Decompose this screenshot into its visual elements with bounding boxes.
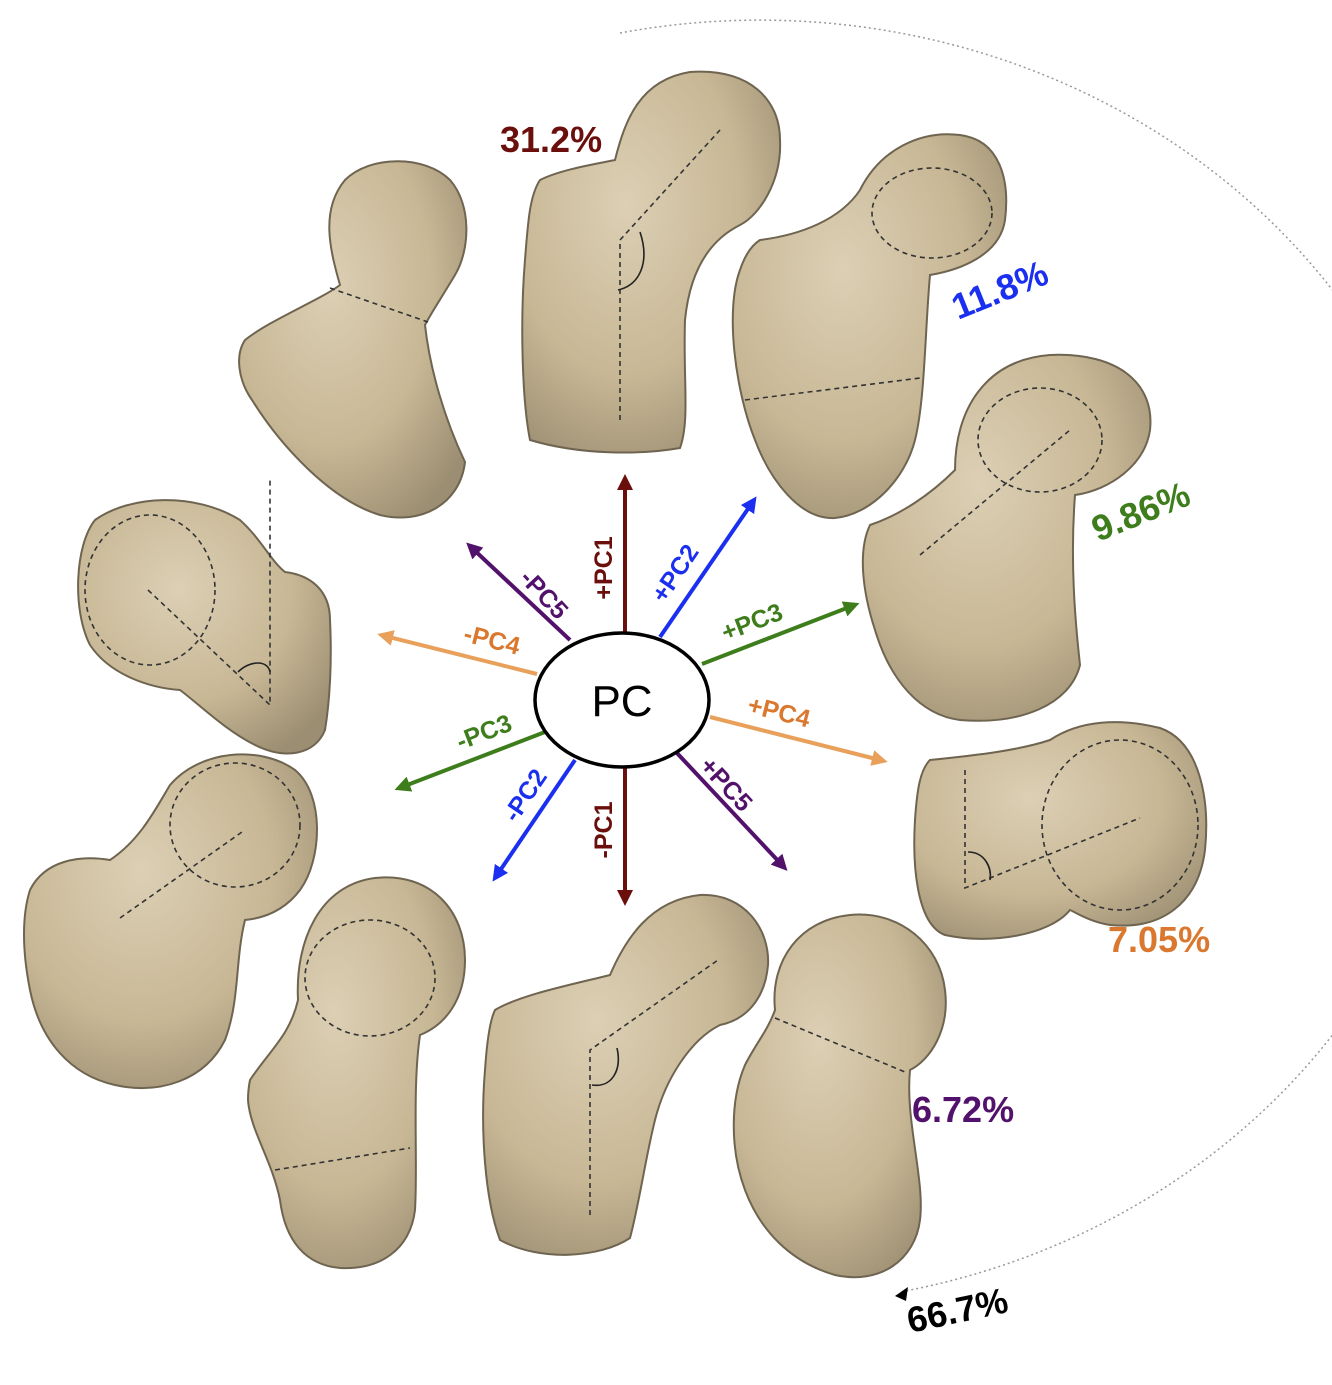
arrow-pc2-negative xyxy=(492,758,577,882)
variance-pc1: 31.2% xyxy=(500,119,602,160)
cumulative-arc xyxy=(619,19,1332,1293)
shape-pc5-negative xyxy=(238,160,468,519)
shape-pc5-positive xyxy=(732,913,947,1279)
label-pc2-positive: +PC2 xyxy=(646,539,705,607)
arrow-pc2-positive xyxy=(658,496,757,639)
arrow-pc5-positive xyxy=(674,750,788,871)
arrow-pc4-positive xyxy=(709,715,888,766)
label-pc3-positive: +PC3 xyxy=(718,598,787,647)
cumulative-arc-arrowhead xyxy=(895,1287,908,1301)
variance-pc4: 7.05% xyxy=(1108,919,1210,960)
shape-pc1-negative xyxy=(482,893,770,1256)
label-pc4-negative: -PC4 xyxy=(461,620,523,661)
label-pc1-negative: -PC1 xyxy=(590,801,618,858)
variance-pc5: 6.72% xyxy=(912,1089,1014,1130)
arrow-pc3-negative xyxy=(394,730,546,792)
arrow-pc4-negative xyxy=(377,630,538,676)
shape-pc3-negative xyxy=(23,753,318,1089)
shape-pc4-negative xyxy=(77,478,332,755)
shape-pc2-positive xyxy=(731,133,1008,520)
shape-pc3-positive xyxy=(861,353,1152,722)
label-pc2-negative: -PC2 xyxy=(498,764,553,827)
shape-pc4-positive xyxy=(913,721,1208,940)
center-label: PC xyxy=(591,677,652,726)
center-node: PC xyxy=(533,631,711,769)
shape-pc1-positive xyxy=(521,70,782,454)
arrow-pc5-negative xyxy=(466,542,572,642)
arrow-pc3-positive xyxy=(701,601,860,666)
variance-total: 66.7% xyxy=(903,1279,1011,1340)
shape-pc2-negative xyxy=(246,876,467,1270)
label-pc1-positive: +PC1 xyxy=(590,536,618,599)
